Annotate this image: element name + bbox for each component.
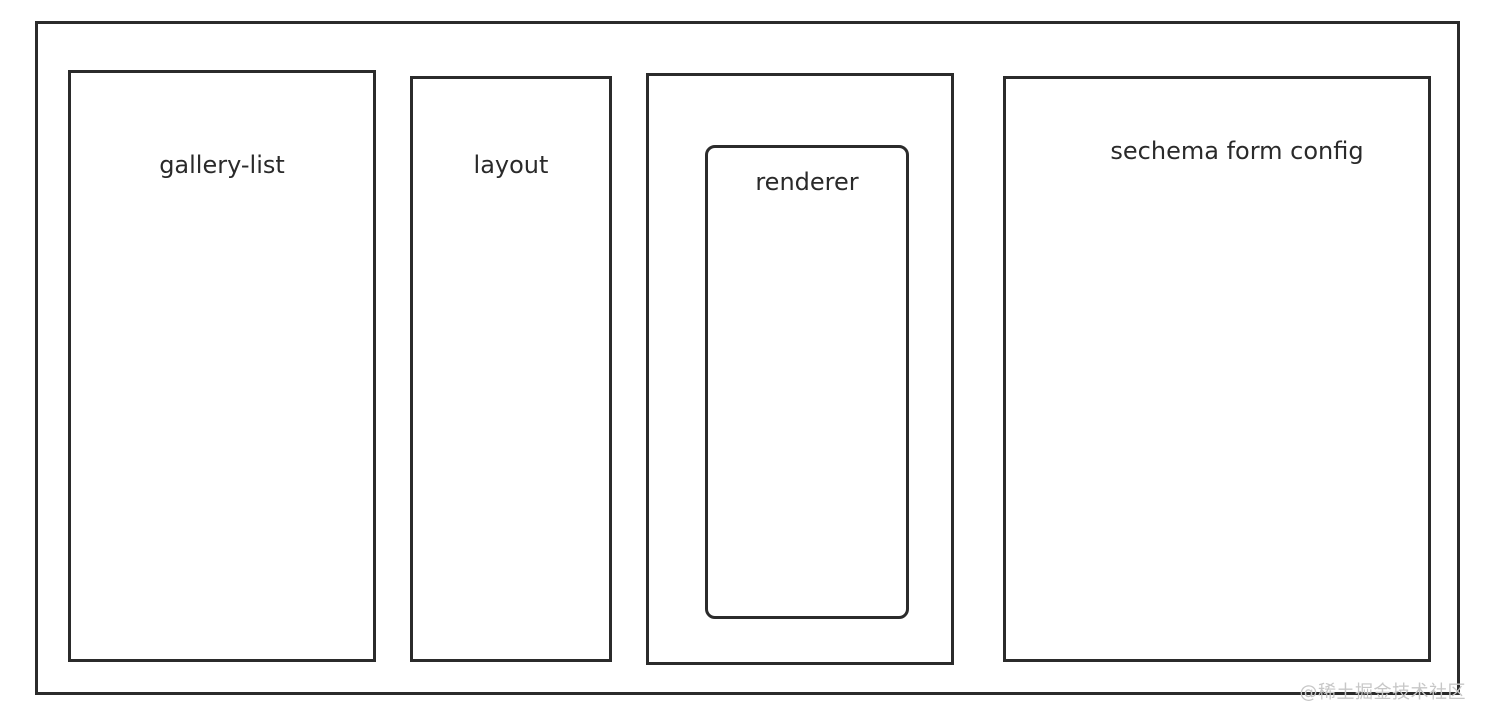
watermark: @稀土掘金技术社区	[1299, 682, 1466, 703]
gallery-list-label: gallery-list	[159, 151, 285, 179]
renderer-label: renderer	[755, 168, 859, 196]
layout-label: layout	[473, 151, 549, 179]
schema-form-config-panel: sechema form config	[1003, 76, 1431, 662]
gallery-list-panel: gallery-list	[68, 70, 376, 662]
layout-panel: layout	[410, 76, 612, 662]
schema-form-config-label: sechema form config	[1110, 137, 1364, 165]
renderer-panel: renderer	[705, 145, 909, 619]
